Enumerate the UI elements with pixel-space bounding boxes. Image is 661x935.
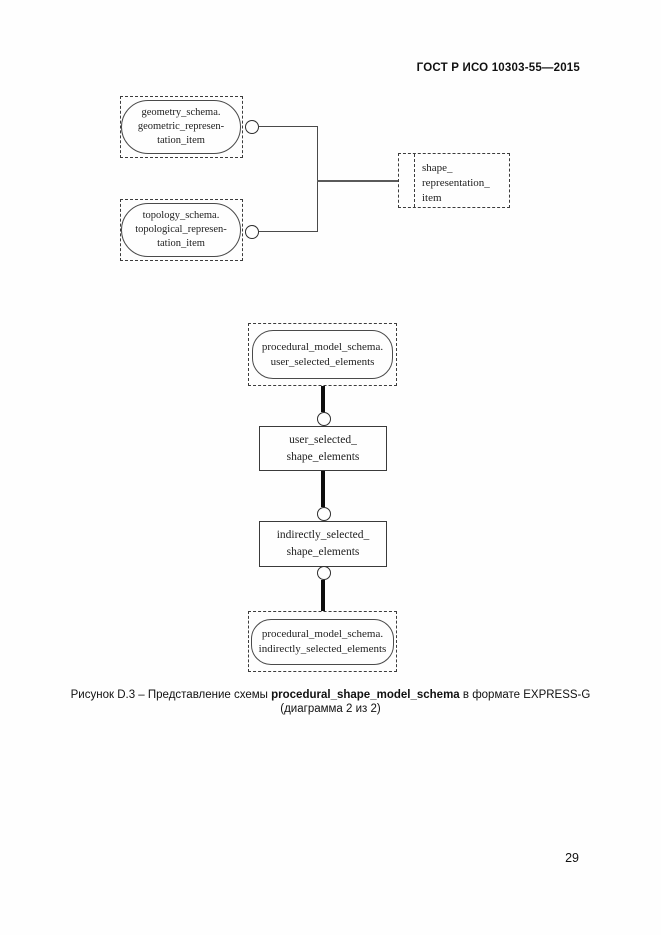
topology-ref-line2: topological_represen- <box>135 224 227 235</box>
connector-line-to-shape <box>317 180 398 182</box>
page-number: 29 <box>565 851 579 865</box>
indirectly-selected-ref-oval: procedural_model_schema. indirectly_sele… <box>251 619 394 665</box>
connector-line-topology <box>259 231 317 232</box>
relation-circle-2 <box>317 507 331 521</box>
document-header: ГОСТ Р ИСО 10303-55—2015 <box>416 62 580 74</box>
shape-ref-line1: shape_ <box>422 162 453 174</box>
relation-line-1 <box>321 386 325 412</box>
relation-line-3 <box>321 580 325 611</box>
topology-ref-line3: tation_item <box>157 238 205 249</box>
indirectly-selected-ref-dashed-box <box>248 611 397 672</box>
user-selected-ref-line2: user_selected_elements <box>270 355 375 368</box>
user-selected-ref-dashed-box <box>248 323 397 386</box>
shape-ref-line2: representation_ <box>422 177 490 189</box>
figure-caption-line2: (диаграмма 2 из 2) <box>280 703 381 715</box>
indirectly-selected-entity-line2: shape_elements <box>286 546 360 558</box>
shape-ref-line3: item <box>422 192 442 204</box>
user-selected-entity-line1: user_selected_ <box>289 433 357 446</box>
user-selected-entity-box: user_selected_ shape_elements <box>259 426 387 471</box>
connector-line-geometry <box>259 126 317 127</box>
geometry-ref-line2: geometric_represen- <box>137 121 225 132</box>
relation-circle-3 <box>317 566 331 580</box>
relation-line-2 <box>321 471 325 507</box>
topology-ref-line1: topology_schema. <box>142 210 220 221</box>
shape-ref-divider <box>414 154 415 207</box>
caption-suffix: в формате EXPRESS-G <box>459 689 591 701</box>
figure-caption: Рисунок D.3 – Представление схемы proced… <box>0 688 661 716</box>
connector-line-vertical <box>317 126 318 232</box>
caption-schema-name: procedural_shape_model_schema <box>271 689 460 701</box>
geometry-connector-circle <box>245 120 259 134</box>
geometry-ref-dashed-box <box>120 96 243 158</box>
geometry-ref-line1: geometry_schema. <box>141 107 221 118</box>
user-selected-ref-line1: procedural_model_schema. <box>261 340 384 353</box>
indirectly-selected-entity-box: indirectly_selected_ shape_elements <box>259 521 387 567</box>
shape-representation-ref-box: shape_ representation_ item <box>398 153 510 208</box>
user-selected-ref-oval: procedural_model_schema. user_selected_e… <box>252 330 393 379</box>
indirectly-selected-entity-line1: indirectly_selected_ <box>276 529 370 541</box>
geometry-ref-oval: geometry_schema. geometric_represen- tat… <box>121 100 241 154</box>
caption-prefix: Рисунок D.3 – Представление схемы <box>70 689 272 701</box>
figure-caption-line1: Рисунок D.3 – Представление схемы proced… <box>0 688 661 702</box>
indirectly-selected-ref-line2: indirectly_selected_elements <box>258 643 387 655</box>
topology-connector-circle <box>245 225 259 239</box>
indirectly-selected-ref-line1: procedural_model_schema. <box>261 628 384 640</box>
user-selected-entity-line2: shape_elements <box>286 450 360 463</box>
relation-circle-1 <box>317 412 331 426</box>
geometry-ref-line3: tation_item <box>157 135 205 146</box>
topology-ref-oval: topology_schema. topological_represen- t… <box>121 203 241 257</box>
topology-ref-dashed-box <box>120 199 243 261</box>
